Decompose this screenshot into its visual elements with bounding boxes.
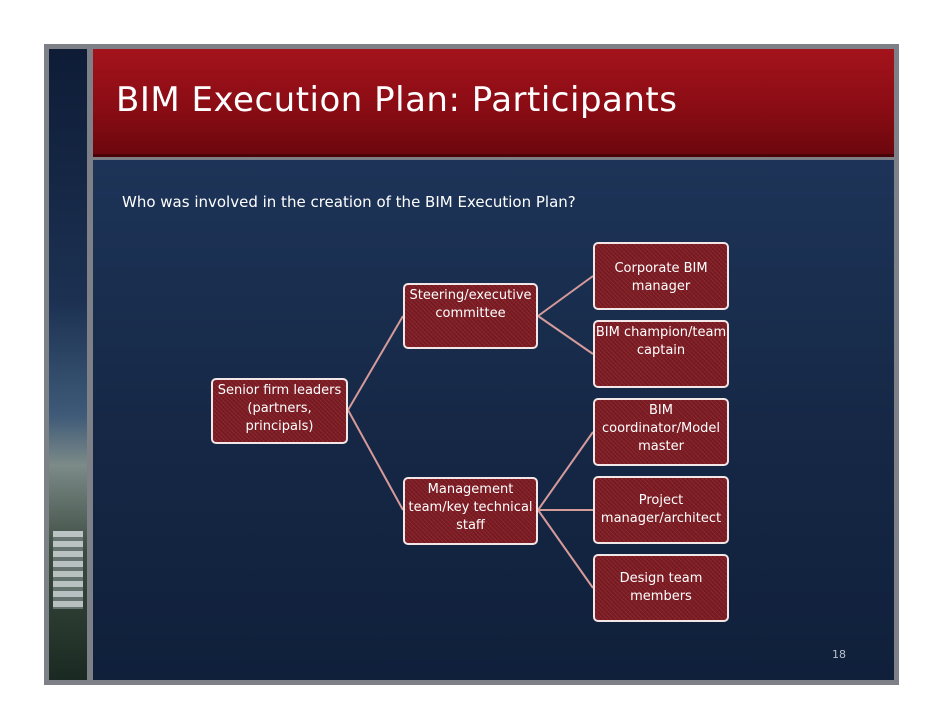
node-corporate-bim-manager: Corporate BIM manager [593, 242, 729, 310]
node-management-team: Management team/key technical staff [403, 477, 538, 545]
node-steering-committee: Steering/executive committee [403, 283, 538, 349]
node-label: Senior firm leaders (partners, principal… [217, 383, 342, 434]
node-design-team: Design team members [593, 554, 729, 622]
connector-steering-champion [537, 315, 594, 355]
connector-root-steering [347, 315, 404, 411]
node-bim-coordinator: BIM coordinator/Model master [593, 398, 729, 466]
title-bar [93, 49, 894, 157]
slide-question: Who was involved in the creation of the … [122, 193, 576, 211]
slide-title: BIM Execution Plan: Participants [116, 80, 678, 120]
building-image [53, 531, 83, 609]
node-label: Project manager/architect [600, 493, 722, 526]
node-label: BIM champion/team captain [595, 325, 727, 358]
node-label: Design team members [619, 571, 703, 604]
page-number: 18 [832, 648, 846, 661]
node-senior-firm-leaders: Senior firm leaders (partners, principal… [211, 378, 348, 444]
decorative-photo-strip [49, 49, 87, 680]
connector-management-coordinator [537, 431, 594, 511]
node-label: BIM coordinator/Model master [601, 403, 721, 454]
node-label: Steering/executive committee [409, 288, 532, 321]
connector-management-design [537, 509, 594, 589]
node-bim-champion: BIM champion/team captain [593, 320, 729, 388]
node-label: Corporate BIM manager [614, 261, 708, 294]
node-project-manager: Project manager/architect [593, 476, 729, 544]
connector-steering-corporate [537, 275, 594, 317]
connector-root-management [347, 409, 404, 511]
node-label: Management team/key technical staff [408, 482, 533, 533]
